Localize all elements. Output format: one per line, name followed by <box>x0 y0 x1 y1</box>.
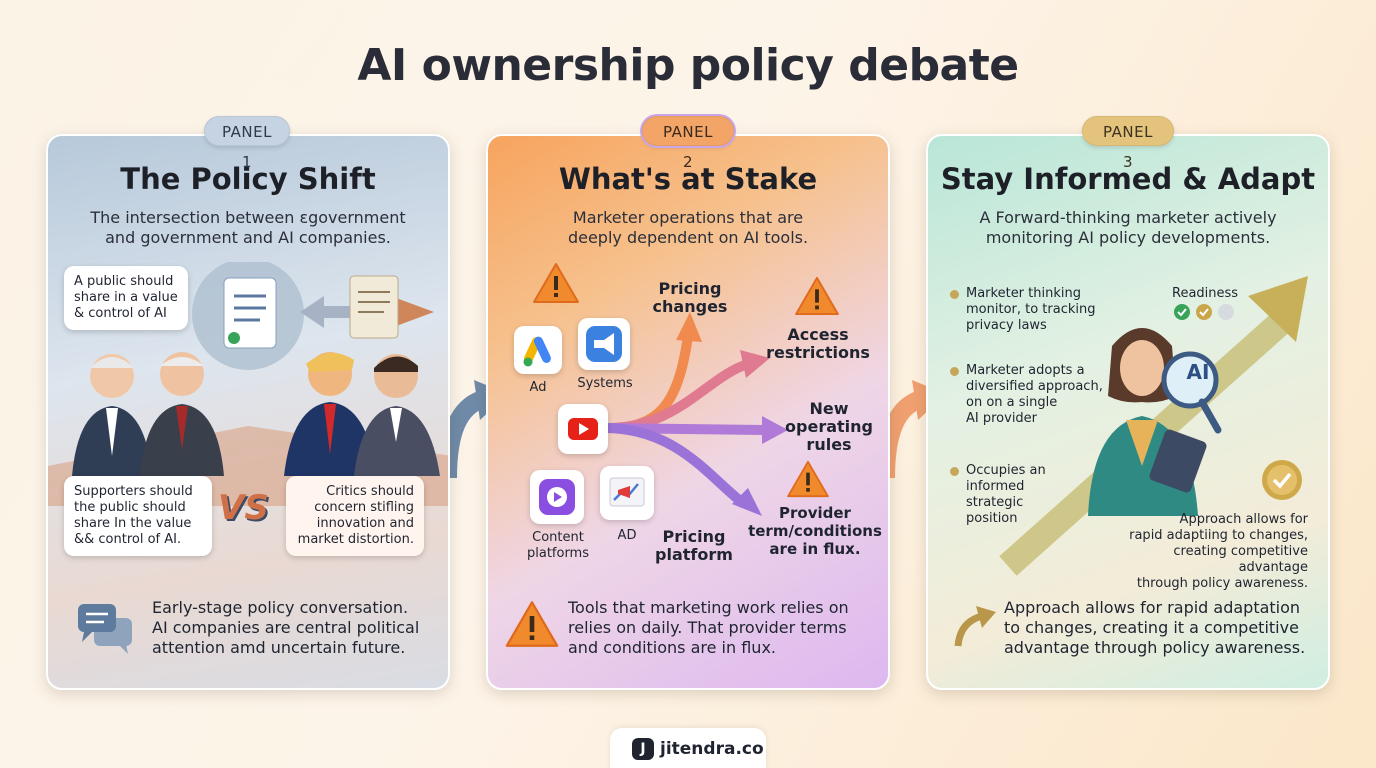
warning-icon <box>787 460 829 498</box>
public-share-bubble: A public should share in a value & contr… <box>64 266 188 330</box>
bullet-dot <box>950 367 959 376</box>
readiness-checks-icon <box>1174 304 1234 320</box>
ads-app-label: Ad <box>529 380 547 395</box>
pricing-platform-label: Pricing platform <box>655 527 733 564</box>
supporters-bubble: Supporters should the public should shar… <box>64 476 212 556</box>
content-platform-icon <box>530 470 584 524</box>
panel-whats-at-stake: What's at Stake Marketer operations that… <box>486 134 890 690</box>
chat-bubbles-icon <box>78 604 132 654</box>
ai-badge: AI <box>1186 360 1210 384</box>
video-app-icon <box>558 404 608 454</box>
panel-2-title: What's at Stake <box>558 162 818 196</box>
provider-terms-label: Provider term/conditions are in flux. <box>748 504 882 558</box>
panel-3-summary: Approach allows for rapid adaptation to … <box>1004 598 1306 657</box>
panel-3-subtitle: A Forward-thinking marketer actively mon… <box>979 208 1277 247</box>
versus-label: VS <box>218 488 269 528</box>
ads-app-icon <box>514 326 562 374</box>
page-title: AI ownership policy debate <box>357 40 1019 91</box>
impact-flow-arrows-icon <box>607 312 788 516</box>
warning-icon <box>795 276 839 316</box>
panel-2-summary: Tools that marketing work relies on reli… <box>568 598 849 657</box>
warning-icon <box>533 263 579 303</box>
ad-analytics-icon <box>600 466 654 520</box>
bullet-monitoring: Marketer thinking monitor, to tracking p… <box>966 286 1096 333</box>
bullet-dot <box>950 290 959 299</box>
bullet-diversified: Marketer adopts a diversified approach, … <box>966 363 1103 426</box>
panel-3-title: Stay Informed & Adapt <box>940 162 1316 196</box>
access-restrictions-label: Access restrictions <box>766 325 870 362</box>
panel-policy-shift: The Policy Shift The intersection betwee… <box>46 134 450 690</box>
panel-1-subtitle: The intersection between ɛgovernment and… <box>90 208 406 247</box>
panel-2-badge: PANEL 2 <box>642 116 734 171</box>
ad-analytics-label: AD <box>617 528 637 543</box>
brand-logo-icon: J <box>632 738 654 760</box>
footer-brand[interactable]: J jitendra.co <box>610 728 766 768</box>
new-operating-rules-label: New operating rules <box>785 399 873 454</box>
systems-app-icon <box>578 318 630 370</box>
critics-bubble: Critics should concern stifling innovati… <box>286 476 424 556</box>
bullet-informed-position: Occupies an informed strategic position <box>966 463 1046 526</box>
content-platforms-label: Content platforms <box>526 530 589 561</box>
readiness-label: Readiness <box>1172 286 1239 301</box>
pricing-changes-label: Pricing changes <box>652 279 728 316</box>
panel-1-summary: Early-stage policy conversation. AI comp… <box>152 598 420 657</box>
approach-note: Approach allows for rapid adaptiing to c… <box>1129 512 1308 591</box>
bullet-dot <box>950 467 959 476</box>
documents-exchange-icon <box>192 262 434 370</box>
marketer-illustration <box>1088 328 1222 516</box>
curved-arrow-icon <box>954 606 996 647</box>
systems-app-label: Systems <box>577 376 633 391</box>
panel-2-subtitle: Marketer operations that are deeply depe… <box>567 208 809 247</box>
warning-icon <box>505 601 559 647</box>
panel-1-title: The Policy Shift <box>120 162 376 196</box>
panel-stay-informed: Stay Informed & Adapt A Forward-thinking… <box>926 134 1330 690</box>
brand-site-link[interactable]: jitendra.co <box>660 739 764 759</box>
panel-1-badge: PANEL 1 <box>204 116 290 171</box>
panel-3-badge: PANEL 3 <box>1082 116 1174 171</box>
check-badge-icon <box>1262 460 1302 500</box>
